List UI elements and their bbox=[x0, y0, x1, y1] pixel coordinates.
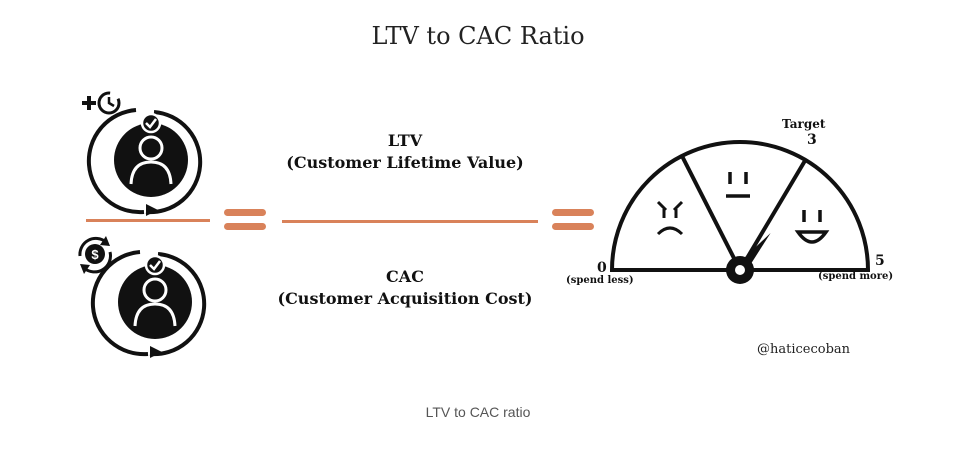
gauge-min-value: 0 bbox=[597, 260, 607, 276]
page-title: LTV to CAC Ratio bbox=[371, 22, 585, 50]
happy-face-icon bbox=[794, 210, 830, 244]
center-fraction-bar bbox=[282, 220, 538, 223]
figure-caption: LTV to CAC ratio bbox=[425, 404, 531, 420]
customer-avatar-icon bbox=[114, 123, 188, 197]
customer-acquisition-icon: $ bbox=[78, 236, 207, 358]
equals-sign bbox=[552, 209, 594, 237]
gauge-max-value: 5 bbox=[875, 253, 885, 269]
ltv-label: LTV (Customer Lifetime Value) bbox=[270, 130, 540, 174]
ratio-gauge bbox=[609, 140, 871, 284]
target-label: Target bbox=[782, 117, 826, 131]
customer-avatar-icon bbox=[118, 265, 192, 339]
gauge-max-caption: (spend more) bbox=[818, 271, 894, 282]
angry-face-icon bbox=[656, 200, 684, 236]
cac-abbr: CAC bbox=[386, 267, 424, 286]
left-fraction-bar bbox=[86, 219, 210, 222]
neutral-face-icon bbox=[726, 172, 750, 198]
cac-full: (Customer Acquisition Cost) bbox=[277, 289, 533, 308]
gauge-min-caption: (spend less) bbox=[566, 275, 634, 286]
author-handle: @haticecoban bbox=[757, 342, 851, 357]
cac-label: CAC (Customer Acquisition Cost) bbox=[270, 266, 540, 310]
target-value: 3 bbox=[807, 132, 817, 148]
gauge-arc bbox=[609, 140, 871, 272]
equals-sign bbox=[224, 209, 266, 237]
ltv-full: (Customer Lifetime Value) bbox=[286, 153, 524, 172]
add-time-icon bbox=[82, 91, 121, 115]
gauge-hub-center bbox=[735, 265, 745, 275]
ltv-abbr: LTV bbox=[387, 131, 423, 150]
gauge-divider bbox=[680, 155, 742, 271]
svg-text:$: $ bbox=[91, 247, 99, 262]
customer-lifetime-icon bbox=[82, 91, 203, 216]
